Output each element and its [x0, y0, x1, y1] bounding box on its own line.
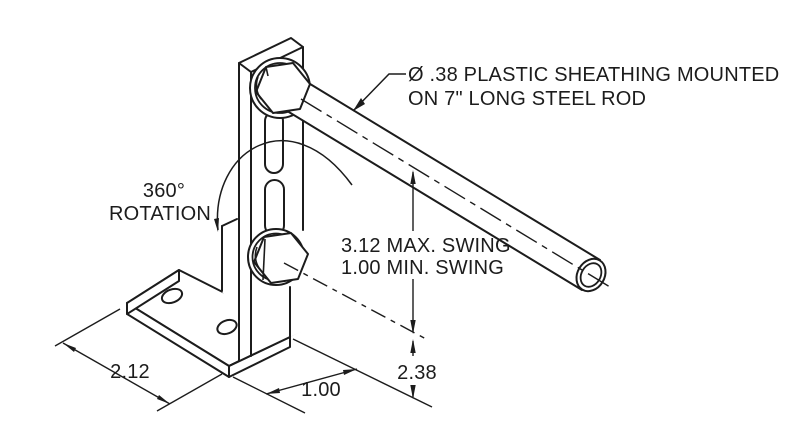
rotation-annotation — [214, 140, 353, 232]
hex-bolt-top — [255, 62, 311, 114]
swing-arrow-down — [410, 320, 416, 334]
callout-text-line2: ON 7" LONG STEEL ROD — [408, 88, 646, 110]
rod-bottom-edge — [273, 102, 583, 291]
dim-2-12-arrow-right — [157, 395, 170, 404]
leader-arrowhead — [353, 98, 365, 111]
rotation-arc-arrow-left — [214, 218, 219, 232]
rod-top-edge — [291, 72, 601, 261]
bracket-leg-body — [222, 219, 239, 310]
callout-leader — [352, 73, 406, 112]
dim-2-38-arrow-up — [410, 339, 416, 353]
rotation-text-line2: ROTATION — [109, 203, 211, 225]
dim-text-pivot-height: 2.38 — [397, 362, 437, 384]
base-right-top-edge — [228, 336, 291, 367]
swing-arrow-up — [410, 170, 416, 184]
dimension-swing — [410, 170, 416, 334]
labels: Ø .38 PLASTIC SHEATHING MOUNTED ON 7" LO… — [109, 64, 779, 401]
dim-2-12-line — [62, 342, 171, 405]
ext-line-base-front — [156, 373, 223, 412]
dim-2-12-arrow-left — [63, 343, 76, 352]
bottom-pivot — [247, 228, 309, 286]
leader-line — [352, 73, 406, 112]
dim-1-00-line — [265, 368, 358, 395]
swing-text-line2: 1.00 MIN. SWING — [341, 257, 504, 279]
ext-line-base-right — [292, 338, 433, 408]
ext-line-base-corner — [232, 376, 306, 414]
ext-line-base-left — [54, 308, 121, 347]
bracket-leg — [221, 218, 239, 310]
dim-1-00-arrow-right — [343, 369, 357, 375]
base-hole-left — [160, 287, 184, 305]
base-hole-center — [216, 318, 238, 336]
dim-1-00-arrow-left — [266, 388, 280, 394]
callout-text-line1: Ø .38 PLASTIC SHEATHING MOUNTED — [408, 64, 779, 86]
slot-lower — [264, 179, 285, 236]
base-left-face — [126, 269, 180, 315]
hex-bolt-bottom — [253, 232, 309, 284]
leg-chamfer-edge — [221, 218, 238, 227]
rotation-text-line1: 360° — [143, 180, 185, 202]
hex-bolt-bottom-facet — [262, 238, 266, 281]
dim-2-38-arrow-down — [410, 385, 416, 399]
rotation-arc — [216, 140, 353, 231]
dim-text-pivot-offset: 1.00 — [301, 379, 341, 401]
dimension-2-12 — [54, 308, 223, 412]
hex-bolt-top-facet — [265, 66, 269, 77]
dimension-2-38 — [292, 338, 433, 408]
swing-text-line1: 3.12 MAX. SWING — [341, 235, 511, 257]
hex-bolt-top-chamfer — [255, 76, 262, 100]
dimension-1-00 — [232, 368, 358, 414]
centerlines — [283, 98, 611, 340]
dim-text-base-width: 2.12 — [110, 361, 150, 383]
hex-bolt-bottom-chamfer — [254, 246, 260, 269]
rod-centerline — [300, 98, 611, 288]
bolt-axis-centerline — [283, 262, 427, 340]
